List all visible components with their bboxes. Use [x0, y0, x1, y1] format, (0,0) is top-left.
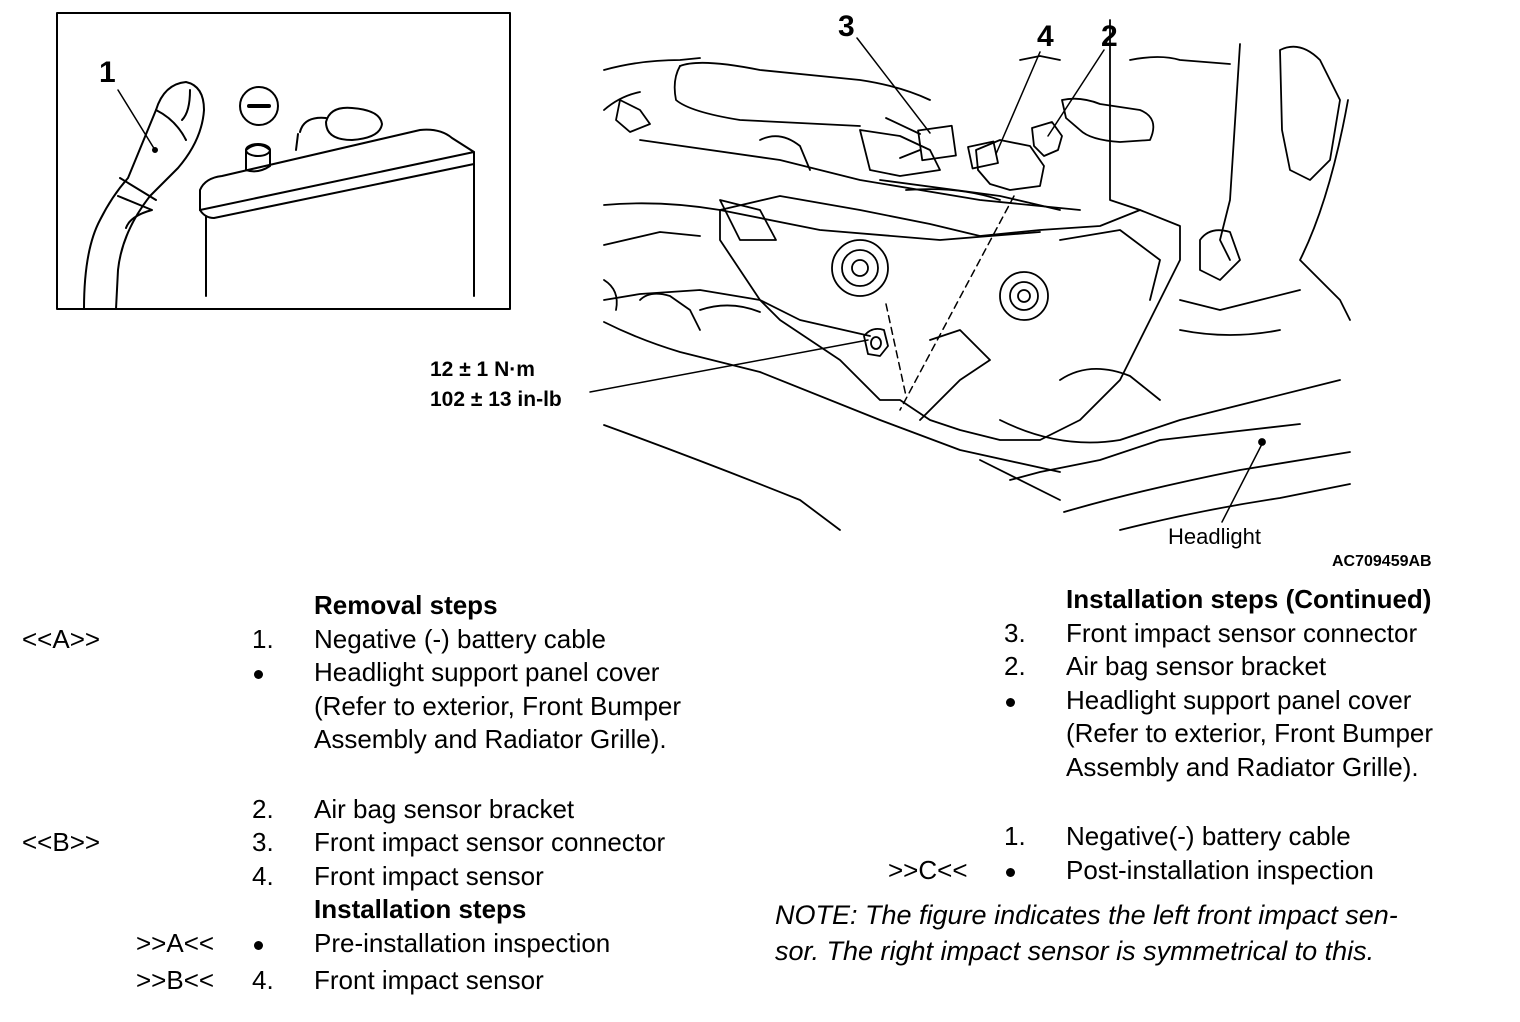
callout-1: 1	[99, 56, 116, 89]
step-text: Assembly and Radiator Grille).	[1066, 751, 1419, 782]
step-row: 3. Front impact sensor connector	[760, 617, 1520, 651]
step-row: Headlight support panel cover	[0, 656, 760, 690]
step-number: 2.	[252, 793, 274, 824]
callout-2: 2	[1101, 20, 1118, 53]
headlight-label: Headlight	[1168, 524, 1261, 549]
step-row: >>A<< Pre-installation inspection	[0, 927, 760, 961]
note-line-1: NOTE: The figure indicates the left fron…	[775, 900, 1398, 930]
step-row: 2. Air bag sensor bracket	[760, 650, 1520, 684]
step-row: <<B>> 3. Front impact sensor connector	[0, 826, 760, 860]
step-ref: >>A<<	[136, 927, 215, 958]
step-text: Negative (-) battery cable	[314, 623, 606, 654]
step-row: (Refer to exterior, Front Bumper	[760, 717, 1520, 751]
step-text: Post-installation inspection	[1066, 854, 1374, 885]
step-row: 1. Negative(-) battery cable	[760, 820, 1520, 854]
bullet-icon	[1006, 867, 1015, 877]
step-row: 4. Front impact sensor	[0, 860, 760, 894]
spacer	[760, 784, 1520, 820]
step-text: Front impact sensor	[314, 860, 544, 891]
engine-bay-illustration	[603, 19, 1351, 531]
step-text: Front impact sensor connector	[314, 827, 666, 857]
step-row: >>B<< 4. Front impact sensor	[0, 964, 760, 998]
bullet-icon	[254, 940, 263, 950]
figure-drawing	[56, 12, 1351, 531]
step-number: 4.	[252, 965, 274, 995]
step-text: (Refer to exterior, Front Bumper	[1066, 718, 1434, 748]
callout-3: 3	[838, 10, 855, 43]
step-text: Headlight support panel cover	[314, 657, 660, 687]
step-number: 2.	[1004, 651, 1026, 681]
battery-illustration	[83, 81, 475, 310]
step-text: Assembly and Radiator Grille).	[314, 724, 667, 754]
step-text: Front impact sensor connector	[1066, 617, 1418, 648]
step-text: Air bag sensor bracket	[314, 793, 575, 824]
step-row: >>C<< Post-installation inspection	[760, 854, 1520, 888]
step-number: 1.	[252, 623, 274, 654]
step-text: Headlight support panel cover	[1066, 684, 1412, 715]
installation-header: Installation steps	[314, 894, 527, 924]
step-row: (Refer to exterior, Front Bumper	[0, 690, 760, 724]
step-row: <<A>> 1. Negative (-) battery cable	[0, 623, 760, 657]
step-ref: <<B>>	[22, 827, 101, 857]
step-number: 1.	[1004, 821, 1026, 851]
installation-continued-header: Installation steps (Continued)	[1066, 584, 1432, 614]
step-row: Headlight support panel cover	[760, 684, 1520, 718]
step-text: Negative(-) battery cable	[1066, 821, 1351, 851]
torque-inlb-label: 102 ± 13 in-lb	[430, 388, 562, 411]
step-row: 2. Air bag sensor bracket	[0, 793, 760, 827]
callout-4: 4	[1037, 20, 1054, 53]
step-text: Air bag sensor bracket	[1066, 651, 1327, 681]
removal-header: Removal steps	[314, 590, 498, 620]
step-row: Assembly and Radiator Grille).	[760, 751, 1520, 785]
step-text: Pre-installation inspection	[314, 927, 611, 958]
figure-code: AC709459AB	[1332, 553, 1432, 570]
continued-header-row: Installation steps (Continued)	[760, 583, 1520, 617]
step-text: (Refer to exterior, Front Bumper	[314, 690, 682, 721]
bullet-icon	[254, 670, 263, 679]
step-number: 3.	[1004, 617, 1026, 648]
torque-nm-label: 12 ± 1 N·m	[430, 358, 535, 381]
leader-lines	[589, 37, 1263, 523]
bullet-icon	[1006, 697, 1015, 707]
right-steps: Installation steps (Continued) 3. Front …	[760, 583, 1520, 887]
removal-header-row: Removal steps	[0, 589, 760, 623]
step-text: Front impact sensor	[314, 965, 544, 995]
step-ref: >>C<<	[888, 854, 968, 885]
spacer	[0, 757, 760, 793]
note: NOTE: The figure indicates the left fron…	[775, 897, 1515, 969]
installation-header-row: Installation steps	[0, 893, 760, 927]
step-ref: <<A>>	[22, 623, 101, 654]
step-number: 3.	[252, 827, 274, 857]
service-figure: 1 3 4 2 12 ± 1 N·m 102 ± 13 in-lb Headli…	[56, 10, 1432, 570]
step-number: 4.	[252, 860, 274, 891]
step-row: Assembly and Radiator Grille).	[0, 723, 760, 757]
note-line-2: sor. The right impact sensor is symmetri…	[775, 936, 1375, 966]
step-ref: >>B<<	[136, 965, 215, 995]
inset-frame	[56, 12, 511, 310]
left-steps: Removal steps <<A>> 1. Negative (-) batt…	[0, 589, 760, 998]
